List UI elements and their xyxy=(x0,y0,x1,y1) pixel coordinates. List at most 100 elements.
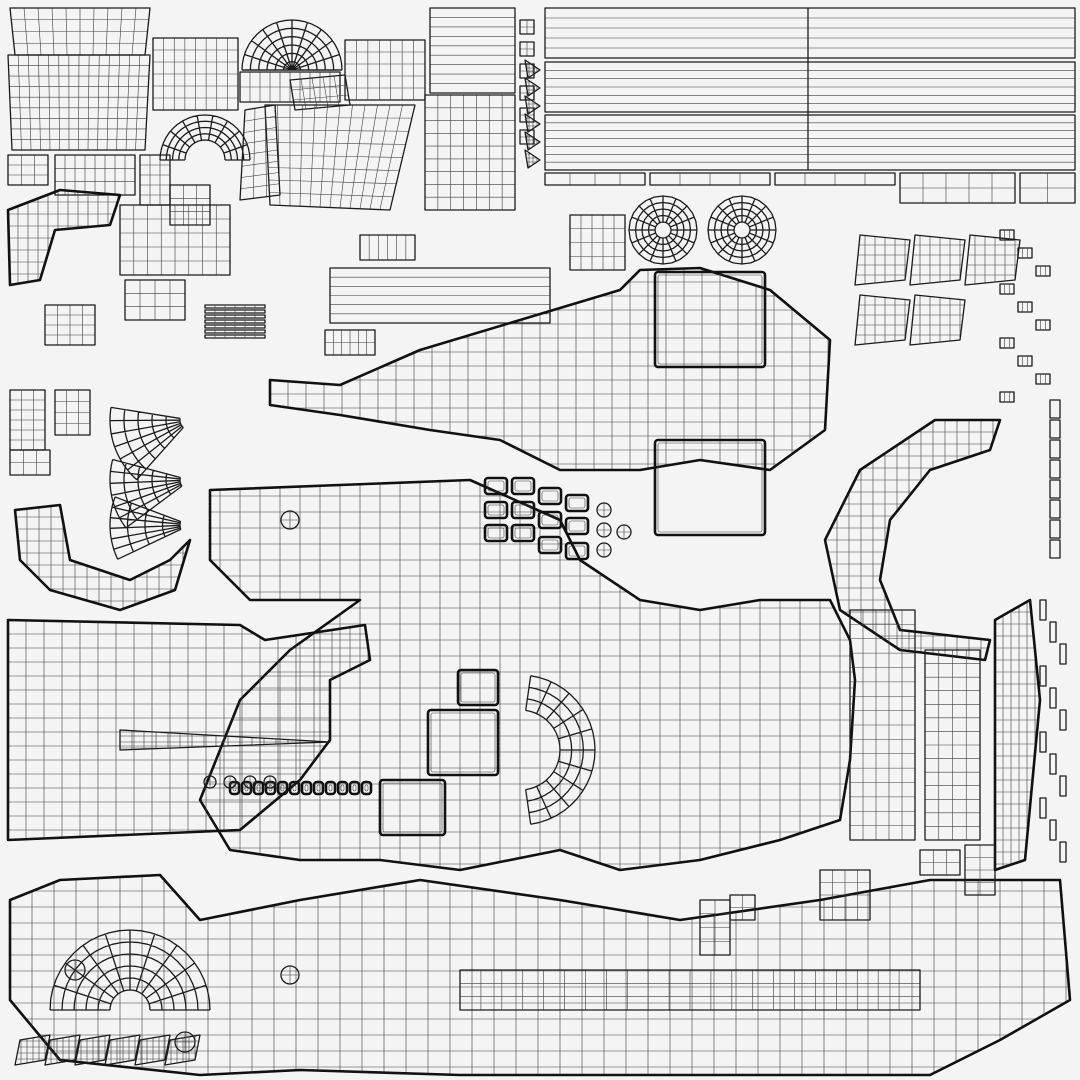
uv-island-left-arch xyxy=(6,188,122,287)
uv-island-shard-4 xyxy=(134,1034,171,1066)
uv-island-top-panel-1 xyxy=(152,37,239,111)
uv-island-flag-3 xyxy=(854,294,911,346)
uv-island-shard-2 xyxy=(74,1034,111,1066)
uv-bar-0 xyxy=(1049,399,1061,419)
uv-bolt-row-7 xyxy=(312,780,325,796)
uv-bolt-row-4 xyxy=(276,780,289,796)
uv-rivet-3 xyxy=(596,542,612,558)
uv-strip-part-0 xyxy=(204,304,266,309)
uv-island-body-mid xyxy=(198,478,857,872)
uv-island-tl-strip-b xyxy=(54,154,136,196)
uv-pin-1 xyxy=(1017,247,1033,259)
uv-island-dome xyxy=(241,19,343,71)
uv-strip-part-3 xyxy=(204,319,266,324)
uv-window-2 xyxy=(537,486,563,506)
uv-island-bolt-0 xyxy=(519,19,535,35)
uv-right-slat-7 xyxy=(1049,753,1057,775)
uv-island-shard-1 xyxy=(44,1034,81,1066)
uv-bar-2 xyxy=(1049,439,1061,459)
uv-window-1 xyxy=(510,476,536,496)
uv-island-flag-1 xyxy=(909,234,966,286)
uv-window-5 xyxy=(510,500,536,520)
uv-strip-long-1 xyxy=(544,7,1076,59)
uv-pin-0 xyxy=(999,229,1015,241)
uv-rivet-1 xyxy=(596,502,612,518)
uv-right-slat-9 xyxy=(1039,797,1047,819)
uv-window-9 xyxy=(510,523,536,543)
uv-right-slat-4 xyxy=(1049,687,1057,709)
uv-island-shard-0 xyxy=(14,1034,51,1066)
uv-right-slat-1 xyxy=(1049,621,1057,643)
uv-rivet-center xyxy=(280,510,300,530)
uv-island-flag-0 xyxy=(854,234,911,286)
uv-island-left-fan-2 xyxy=(109,458,183,529)
uv-island-left-a xyxy=(44,304,96,346)
uv-pin-8 xyxy=(1035,373,1051,385)
uv-bar-3 xyxy=(1049,459,1061,479)
uv-strip-long-2 xyxy=(544,61,1076,113)
uv-island-bottom-small-4 xyxy=(919,849,961,876)
uv-island-tiny-1 xyxy=(359,234,416,261)
uv-rivet-2 xyxy=(596,522,612,538)
uv-hole-mid-1 xyxy=(426,708,500,777)
uv-rivet-left xyxy=(64,959,86,981)
uv-window-4 xyxy=(483,500,509,520)
uv-island-left-fan-1 xyxy=(109,406,184,481)
uv-island-tl-arch xyxy=(159,114,251,161)
uv-island-bottom-small-1 xyxy=(699,899,731,956)
uv-hole-mid-3 xyxy=(456,668,500,707)
uv-island-shard-3 xyxy=(104,1034,141,1066)
uv-island-left-d xyxy=(54,389,91,436)
uv-hole-upper-1 xyxy=(653,270,767,369)
uv-island-left-fan-3 xyxy=(109,496,182,560)
uv-island-wing-left xyxy=(6,618,372,842)
uv-window-0 xyxy=(483,476,509,496)
uv-pin-4 xyxy=(1017,301,1033,313)
uv-island-left-b xyxy=(9,389,46,451)
uv-strip-long-3 xyxy=(544,114,1076,171)
uv-bolt-row-9 xyxy=(336,780,349,796)
uv-island-flag-2 xyxy=(964,234,1021,286)
uv-island-bolt-1 xyxy=(519,41,535,57)
uv-island-slat-group xyxy=(329,267,551,324)
uv-rivet-bottom xyxy=(174,1031,196,1053)
uv-island-wheel-left xyxy=(628,195,698,265)
uv-island-top-thin xyxy=(429,7,516,94)
uv-bar-6 xyxy=(1049,519,1061,539)
uv-island-bottom-block xyxy=(819,869,871,921)
uv-strip-small-c xyxy=(774,172,896,186)
uv-island-right-edge xyxy=(993,598,1042,872)
uv-island-wheel-right xyxy=(707,195,777,265)
uv-window-10 xyxy=(537,535,563,555)
uv-right-slat-2 xyxy=(1059,643,1067,665)
uv-bolt-round-3 xyxy=(263,775,277,789)
uv-island-tl-wing xyxy=(239,104,281,201)
uv-island-right-panel xyxy=(849,609,916,841)
uv-window-11 xyxy=(564,541,590,561)
uv-island-small-grid xyxy=(324,329,376,356)
uv-window-8 xyxy=(483,523,509,543)
uv-bar-7 xyxy=(1049,539,1061,559)
uv-island-tr-box2 xyxy=(1019,172,1076,204)
uv-right-slat-0 xyxy=(1039,599,1047,621)
uv-pin-7 xyxy=(1017,355,1033,367)
uv-bolt-row-5 xyxy=(288,780,301,796)
uv-island-wing-blade xyxy=(119,729,331,751)
uv-right-slat-5 xyxy=(1059,709,1067,731)
uv-island-left-f xyxy=(124,279,186,321)
uv-rivet-bottom-2 xyxy=(280,965,300,985)
uv-bar-1 xyxy=(1049,419,1061,439)
uv-strip-part-1 xyxy=(204,309,266,314)
uv-island-bottom-long xyxy=(459,969,921,1011)
uv-right-slat-8 xyxy=(1059,775,1067,797)
uv-island-right-curve xyxy=(823,418,1002,662)
uv-right-slat-3 xyxy=(1039,665,1047,687)
uv-pin-9 xyxy=(999,391,1015,403)
uv-island-left-curve xyxy=(13,503,192,612)
uv-pin-2 xyxy=(1035,265,1051,277)
uv-island-bottom-small-3 xyxy=(964,844,996,896)
uv-island-top-panel-3 xyxy=(239,71,341,103)
uv-strip-small-b xyxy=(649,172,771,186)
uv-bar-5 xyxy=(1049,499,1061,519)
